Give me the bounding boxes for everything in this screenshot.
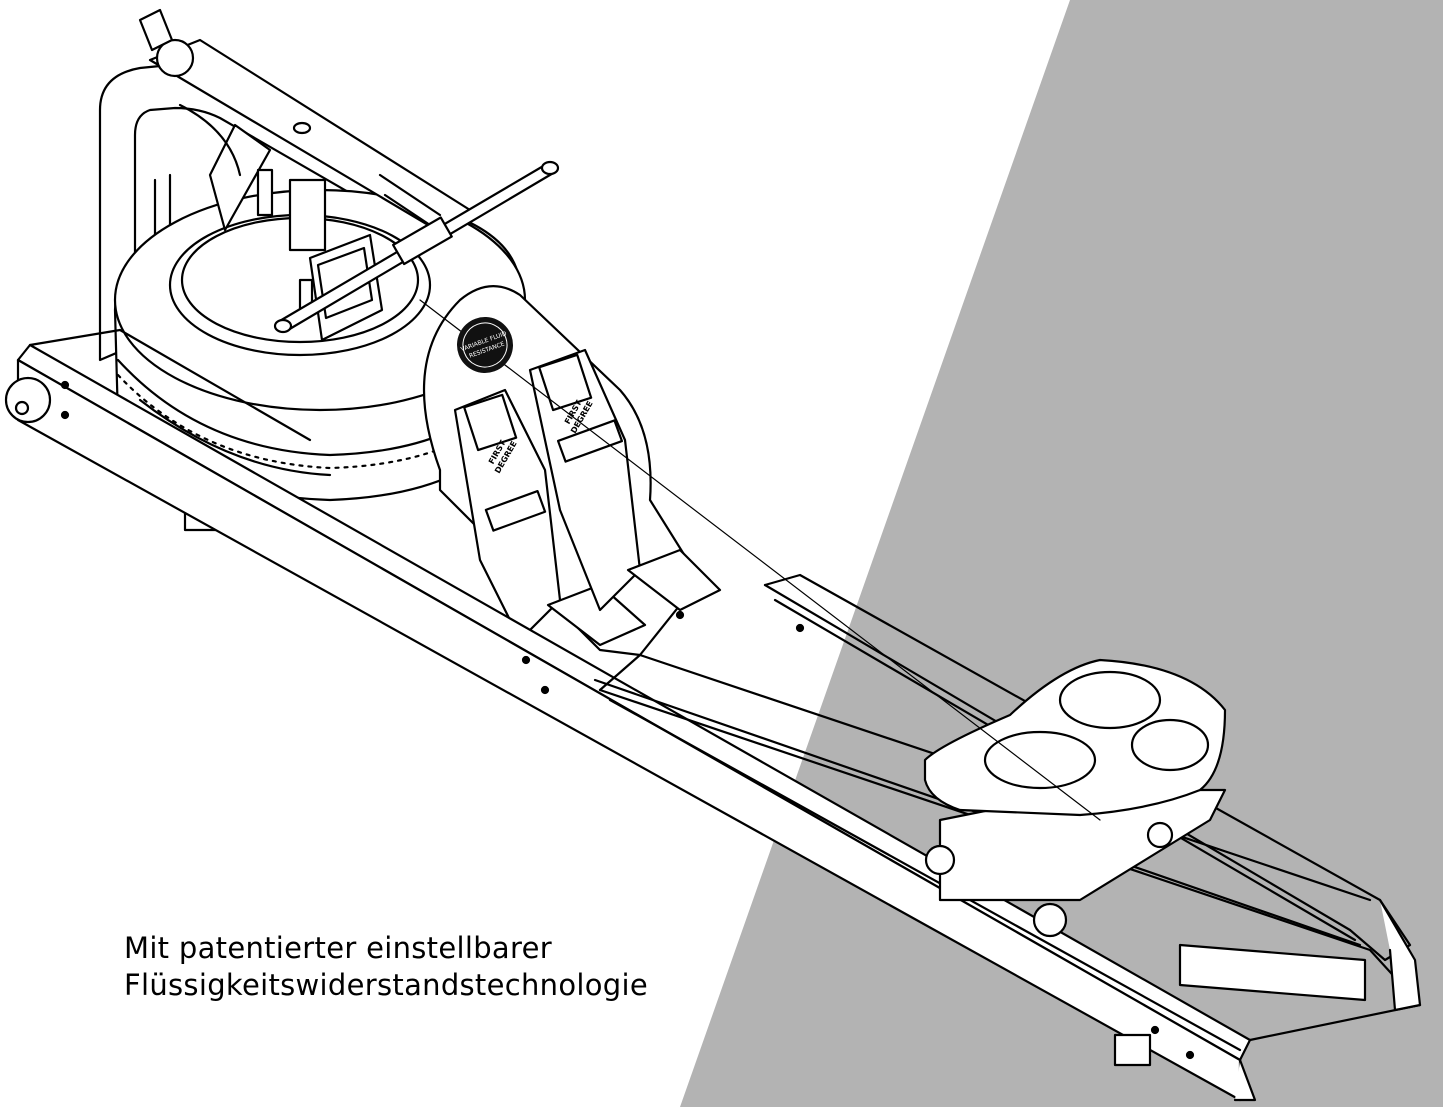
rowing-handle (273, 160, 560, 334)
caption-line-2: Flüssigkeitswiderstandstechnologie (124, 968, 649, 1002)
feature-caption: Mit patentierter einstellbarer Flüssigke… (124, 930, 648, 1004)
left-foot-pedal (453, 388, 647, 647)
caption-line-1: Mit patentierter einstellbarer (124, 931, 552, 965)
right-foot-pedal (528, 348, 722, 612)
variable-fluid-resistance-logo: VARIABLE FLUID RESISTANCE (457, 317, 513, 373)
front-wheel (4, 376, 52, 424)
seat (923, 658, 1227, 938)
rowing-machine-drawing (4, 8, 1422, 1102)
